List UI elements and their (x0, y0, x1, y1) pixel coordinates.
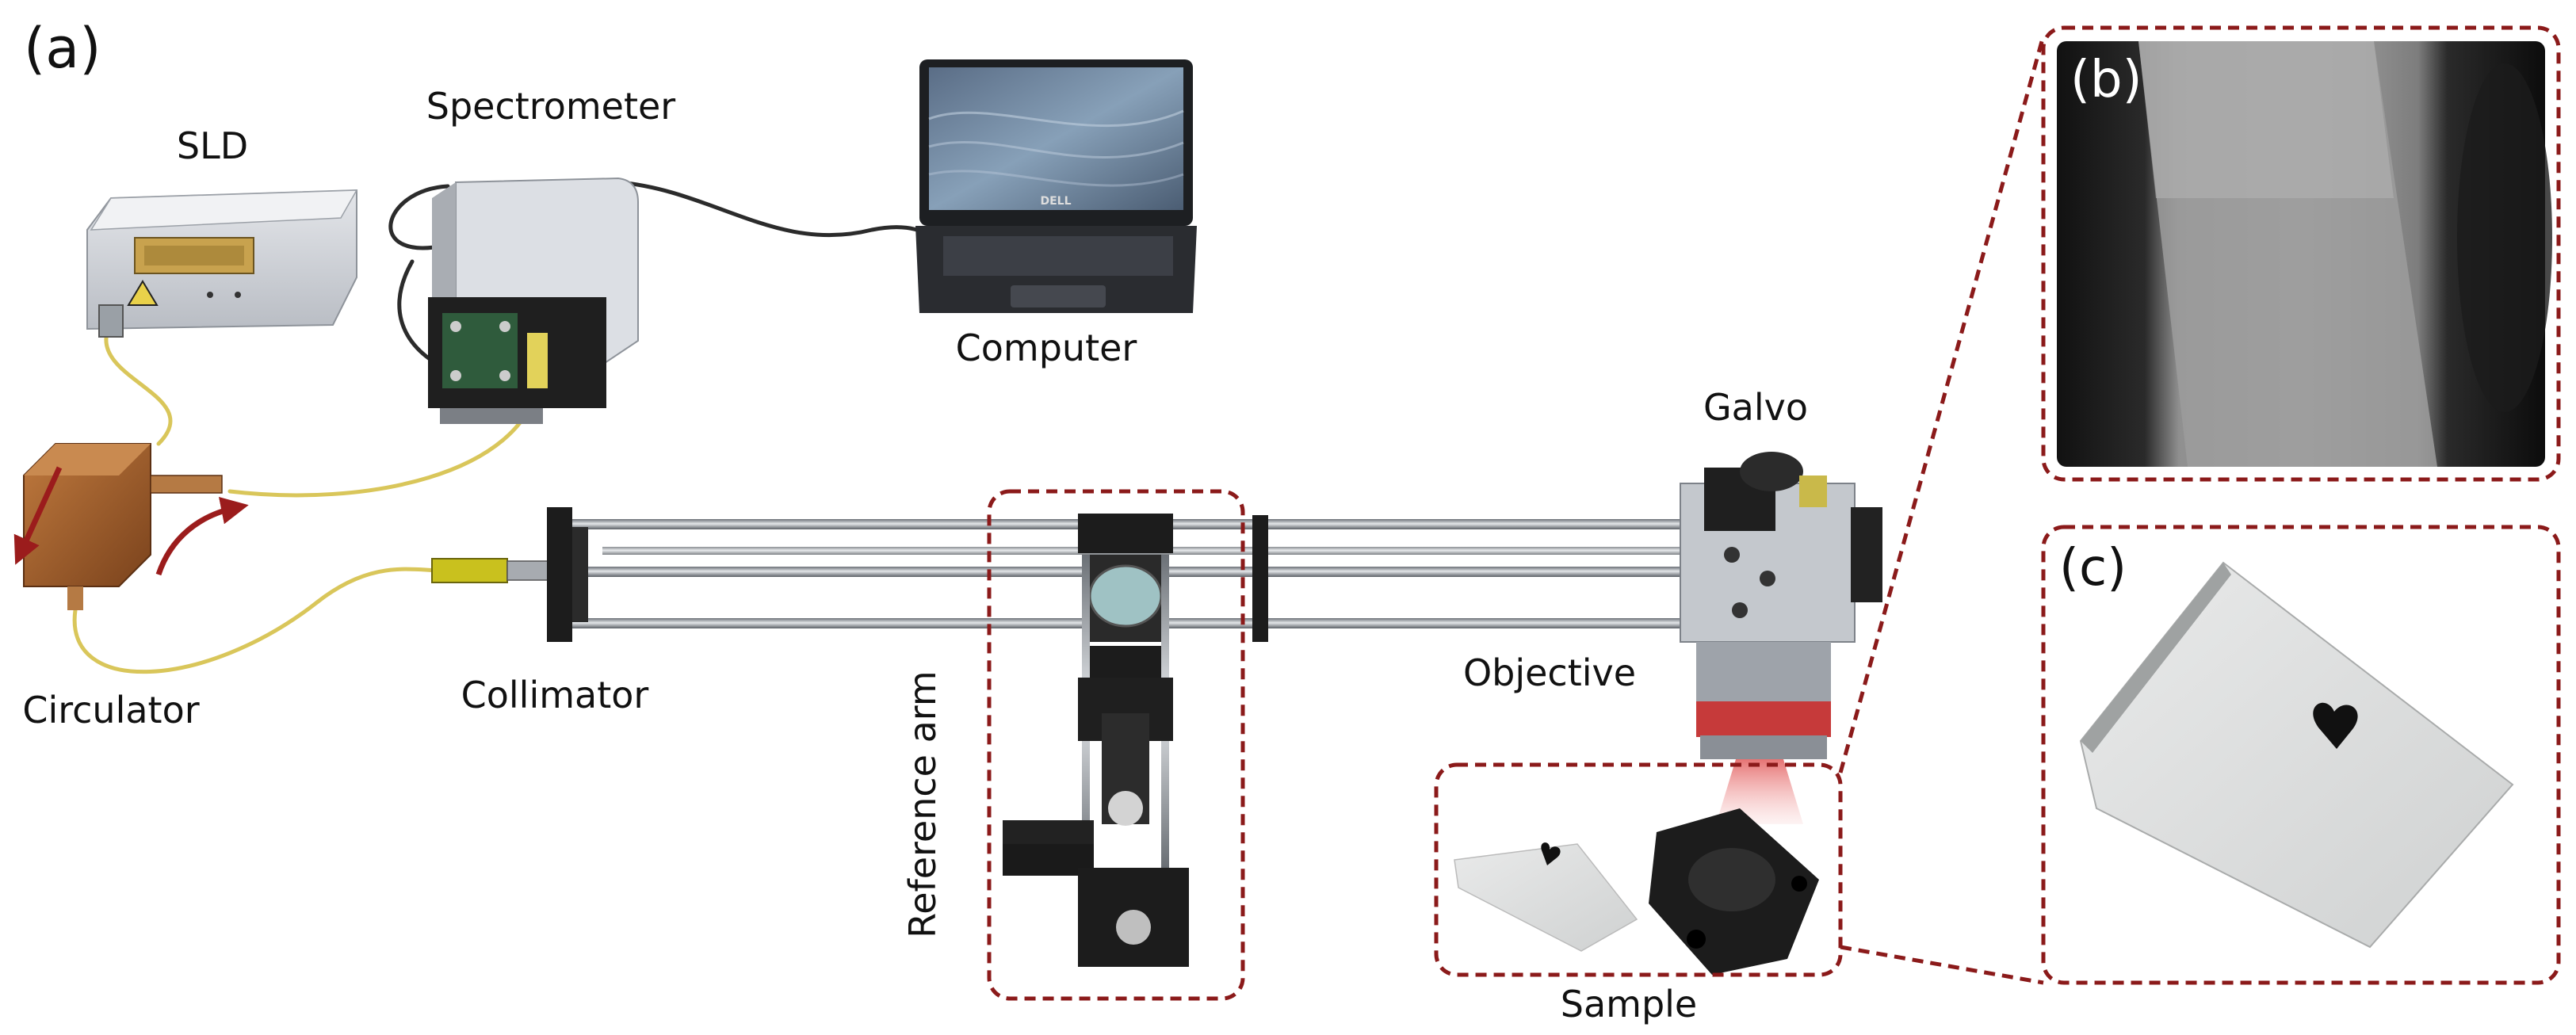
panel-c-frame (2041, 525, 2561, 985)
label-sld: SLD (177, 124, 248, 167)
label-objective: Objective (1463, 651, 1636, 694)
labels: (a) SLD Spectrometer Computer Circulator… (22, 16, 1808, 1025)
label-galvo: Galvo (1703, 386, 1808, 429)
sample-objects (1454, 808, 1819, 975)
computer-laptop: DELL (915, 59, 1197, 313)
sld-device (86, 189, 358, 338)
spectrometer-device (428, 177, 639, 424)
label-spectrometer: Spectrometer (426, 85, 676, 128)
panel-c-label: (c) (2059, 539, 2127, 598)
callout-line-top (1838, 35, 2046, 773)
scan-beam (1716, 759, 1803, 824)
label-reference-arm: Reference arm (901, 670, 944, 938)
galvo-device (1680, 452, 1882, 643)
panel-a-label: (a) (24, 16, 101, 81)
panel-c-image: (c) (2059, 539, 2514, 949)
panel-b-image: (b) (2057, 41, 2552, 467)
callouts (987, 25, 2561, 1001)
panel-b-label: (b) (2070, 51, 2142, 109)
laptop-brand-text: DELL (1040, 195, 1071, 208)
label-circulator: Circulator (22, 689, 199, 731)
circulator-arrow-up (155, 496, 249, 576)
label-collimator: Collimator (461, 674, 649, 716)
label-computer: Computer (956, 327, 1137, 369)
panel-b-frame (2041, 25, 2561, 482)
reference-arm-callout (987, 489, 1245, 1001)
reference-arm-device (1003, 514, 1268, 967)
circulator-device (13, 443, 249, 610)
collimator-device (431, 507, 588, 642)
objective-lens (1696, 642, 1831, 824)
sample-callout (1434, 762, 1843, 977)
label-sample: Sample (1561, 983, 1697, 1025)
callout-line-bottom (1840, 945, 2044, 985)
circulator-arrow-down (13, 466, 63, 565)
